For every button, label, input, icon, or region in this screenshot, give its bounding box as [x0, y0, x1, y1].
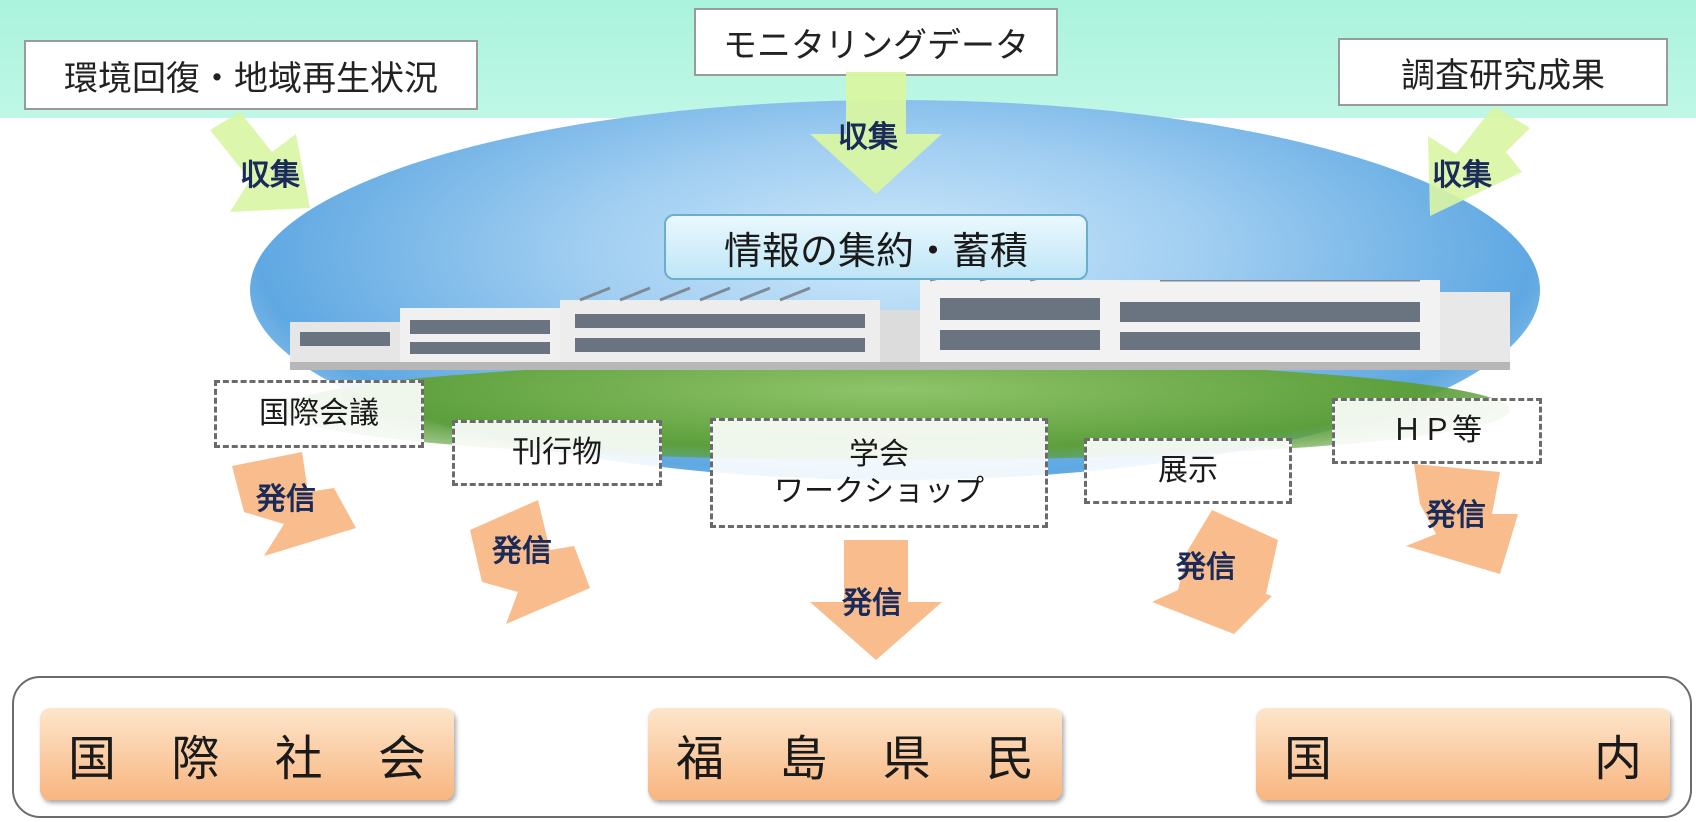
- audience-fukushima-char-3: 県: [882, 731, 931, 787]
- audience-international-society: 国 際 社 会: [40, 708, 454, 800]
- channel-international-conference: 国際会議: [214, 380, 424, 448]
- send-label-2: 発信: [492, 534, 552, 569]
- source-environment-recovery: 環境回復・地域再生状況: [24, 40, 478, 110]
- send-label-1: 発信: [256, 482, 316, 517]
- channel-exhibition: 展示: [1084, 438, 1292, 504]
- collect-label-left: 収集: [240, 158, 300, 193]
- audience-domestic-char-2: 内: [1593, 731, 1642, 787]
- channel-international-conference-label: 国際会議: [259, 396, 379, 432]
- audience-international-char-2: 際: [171, 731, 220, 787]
- channel-publications: 刊行物: [452, 420, 662, 486]
- source-research-results-label: 調査研究成果: [1401, 55, 1605, 96]
- collect-arrow-left: [210, 112, 310, 212]
- audience-international-char-1: 国: [68, 731, 117, 787]
- information-hub: 情報の集約・蓄積: [664, 214, 1088, 280]
- audience-frame: [12, 676, 1692, 818]
- source-monitoring-data-label: モニタリングデータ: [723, 25, 1029, 66]
- send-label-4: 発信: [1176, 550, 1236, 585]
- audience-international-char-4: 会: [377, 731, 426, 787]
- audience-fukushima-char-4: 民: [985, 731, 1034, 787]
- audience-domestic: 国 内: [1256, 708, 1670, 800]
- channel-academic-workshop: 学会 ワークショップ: [710, 418, 1048, 528]
- collect-label-center: 収集: [838, 120, 898, 155]
- channel-workshop-label: ワークショップ: [774, 474, 984, 509]
- information-hub-label: 情報の集約・蓄積: [723, 228, 1028, 273]
- channel-exhibition-label: 展示: [1158, 453, 1218, 489]
- audience-domestic-char-1: 国: [1284, 731, 1333, 787]
- source-monitoring-data: モニタリングデータ: [694, 8, 1058, 76]
- send-arrow-5: [1406, 464, 1518, 574]
- collect-arrow-center: [810, 72, 942, 194]
- send-label-3: 発信: [842, 586, 902, 621]
- facility-building-illustration: [290, 280, 1510, 370]
- channel-website-label: ＨＰ等: [1392, 413, 1482, 449]
- channel-website: ＨＰ等: [1332, 398, 1542, 464]
- collect-arrow-right: [1428, 106, 1530, 216]
- send-arrow-3: [810, 540, 942, 660]
- send-arrow-2: [470, 500, 590, 624]
- send-arrow-1: [232, 452, 356, 556]
- audience-international-char-3: 社: [274, 731, 323, 787]
- audience-fukushima-residents: 福 島 県 民: [648, 708, 1062, 800]
- send-arrow-4: [1152, 510, 1278, 634]
- channel-publications-label: 刊行物: [512, 435, 602, 471]
- audience-fukushima-char-2: 島: [779, 731, 828, 787]
- audience-fukushima-char-1: 福: [676, 731, 725, 787]
- channel-academic-label: 学会: [849, 436, 909, 472]
- send-label-5: 発信: [1426, 498, 1486, 533]
- source-environment-recovery-label: 環境回復・地域再生状況: [64, 58, 438, 99]
- source-research-results: 調査研究成果: [1338, 38, 1668, 106]
- collect-label-right: 収集: [1432, 158, 1492, 193]
